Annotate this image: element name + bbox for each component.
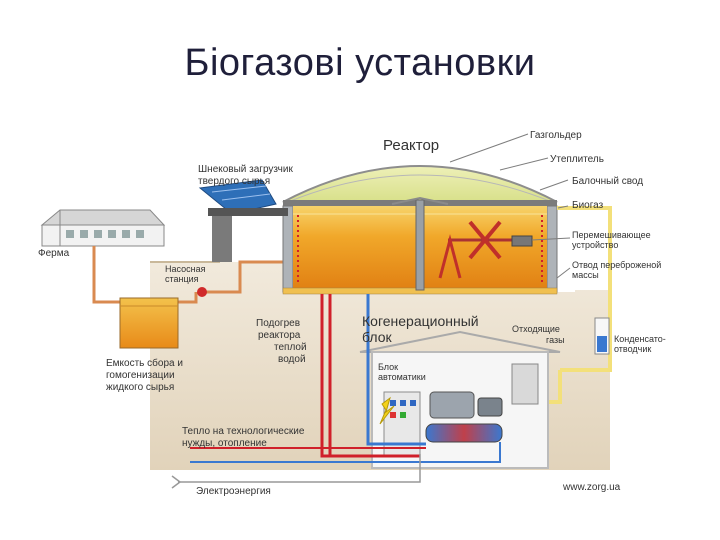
tank-label-3: жидкого сырья <box>106 382 174 393</box>
mixer-label-1: Перемешивающее <box>572 230 651 240</box>
vault-label: Балочный свод <box>572 176 643 187</box>
collection-tank <box>119 297 179 349</box>
tank-label-1: Емкость сбора и <box>106 357 183 369</box>
heating-label-2: реактора <box>258 330 301 341</box>
cogen-label-2: блок <box>362 329 393 345</box>
electricity-line <box>171 454 421 489</box>
page-title: Біогазові установки <box>184 42 536 84</box>
heating-pipes <box>190 294 501 463</box>
farm-label: Ферма <box>38 248 70 259</box>
pump-icon <box>197 287 207 297</box>
cogen-label-1: Когенерационный <box>362 313 479 329</box>
pump-label-2: станция <box>165 274 199 284</box>
condensate-label-2: отводчик <box>614 344 651 354</box>
leader-lines <box>449 133 571 279</box>
website-label: www.zorg.ua <box>562 482 621 493</box>
heat-label-1: Тепло на технологические <box>182 426 305 437</box>
heating-label-4: водой <box>278 354 306 365</box>
heating-label-1: Подогрев <box>256 318 300 329</box>
exhaust-label-2: газы <box>546 335 565 345</box>
pump-label-1: Насосная <box>165 264 206 274</box>
mixer-label-2: устройство <box>572 240 618 250</box>
outlet-label-2: массы <box>572 270 599 280</box>
automation-label-1: Блок <box>378 362 398 372</box>
auger-loader <box>198 179 288 262</box>
tank-label-2: гомогенизации <box>106 370 175 381</box>
condensate-label-1: Конденсато- <box>614 334 666 344</box>
automation-label-2: автоматики <box>378 372 426 382</box>
mixer <box>438 220 533 279</box>
electricity-label: Электроэнергия <box>196 486 271 497</box>
farm-building <box>40 209 166 247</box>
outlet-label-1: Отвод переброженой <box>572 260 661 270</box>
auger-label-1: Шнековый загрузчик <box>198 164 293 175</box>
insulation-label: Утеплитель <box>550 154 604 165</box>
auger-label-2: твердого сырья <box>198 176 270 187</box>
reactor-label: Реактор <box>383 137 439 154</box>
gasholder-label: Газгольдер <box>530 130 582 141</box>
heating-label-3: теплой <box>274 342 307 353</box>
reactor <box>282 165 558 295</box>
biogas-label: Биогаз <box>572 200 604 211</box>
heat-label-2: нужды, отопление <box>182 438 267 449</box>
exhaust-label-1: Отходящие <box>512 324 560 334</box>
